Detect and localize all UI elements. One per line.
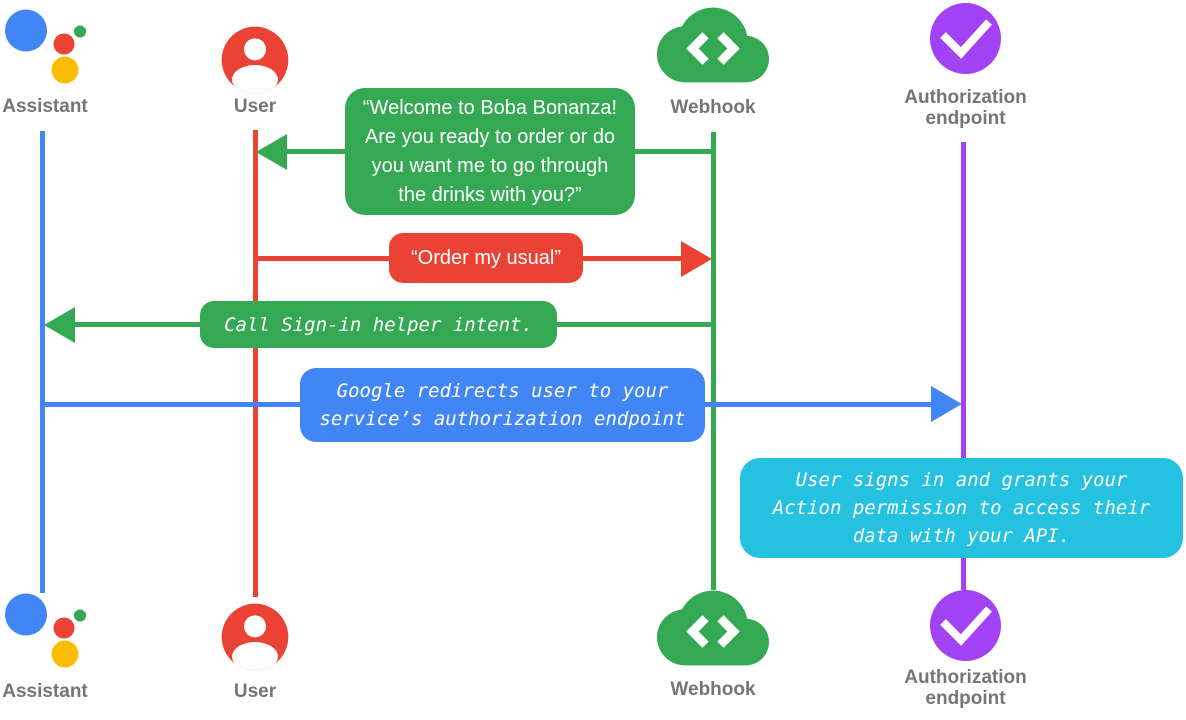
arrow-welcome-head — [256, 134, 287, 170]
arrow-signin-head — [44, 307, 75, 343]
lifeline-assistant — [40, 131, 45, 593]
actor-label-webhook: Webhook — [670, 97, 756, 118]
cloud-code-icon — [657, 7, 769, 83]
actor-label-webhook-bottom: Webhook — [670, 679, 756, 700]
message-welcome: “Welcome to Boba Bonanza! Are you ready … — [345, 88, 635, 215]
note-grant-access: User signs in and grants your Action per… — [740, 458, 1183, 558]
lifeline-user — [253, 130, 258, 597]
google-assistant-logo-icon — [5, 9, 86, 84]
person-circle-icon — [221, 26, 289, 94]
actor-label-user: User — [233, 96, 277, 117]
message-order: “Order my usual” — [389, 233, 583, 283]
message-signin: Call Sign-in helper intent. — [200, 301, 557, 348]
check-circle-icon — [930, 3, 1001, 74]
actor-label-assistant-bottom: Assistant — [2, 681, 88, 702]
actor-label-user-bottom: User — [233, 681, 277, 702]
cloud-code-icon-bottom — [657, 590, 769, 666]
actor-label-authorization-bottom: Authorization endpoint — [904, 667, 1027, 709]
arrow-order-head — [681, 241, 712, 277]
message-redirect: Google redirects user to your service’s … — [300, 368, 705, 442]
lifeline-authorization — [961, 142, 966, 590]
check-circle-icon-bottom — [930, 590, 1001, 661]
actor-label-authorization: Authorization endpoint — [904, 87, 1027, 129]
actor-label-assistant: Assistant — [2, 96, 88, 117]
arrow-redirect-head — [931, 386, 962, 422]
lifeline-webhook — [711, 132, 716, 590]
person-circle-icon-bottom — [221, 603, 289, 671]
google-assistant-logo-icon-bottom — [5, 593, 86, 668]
